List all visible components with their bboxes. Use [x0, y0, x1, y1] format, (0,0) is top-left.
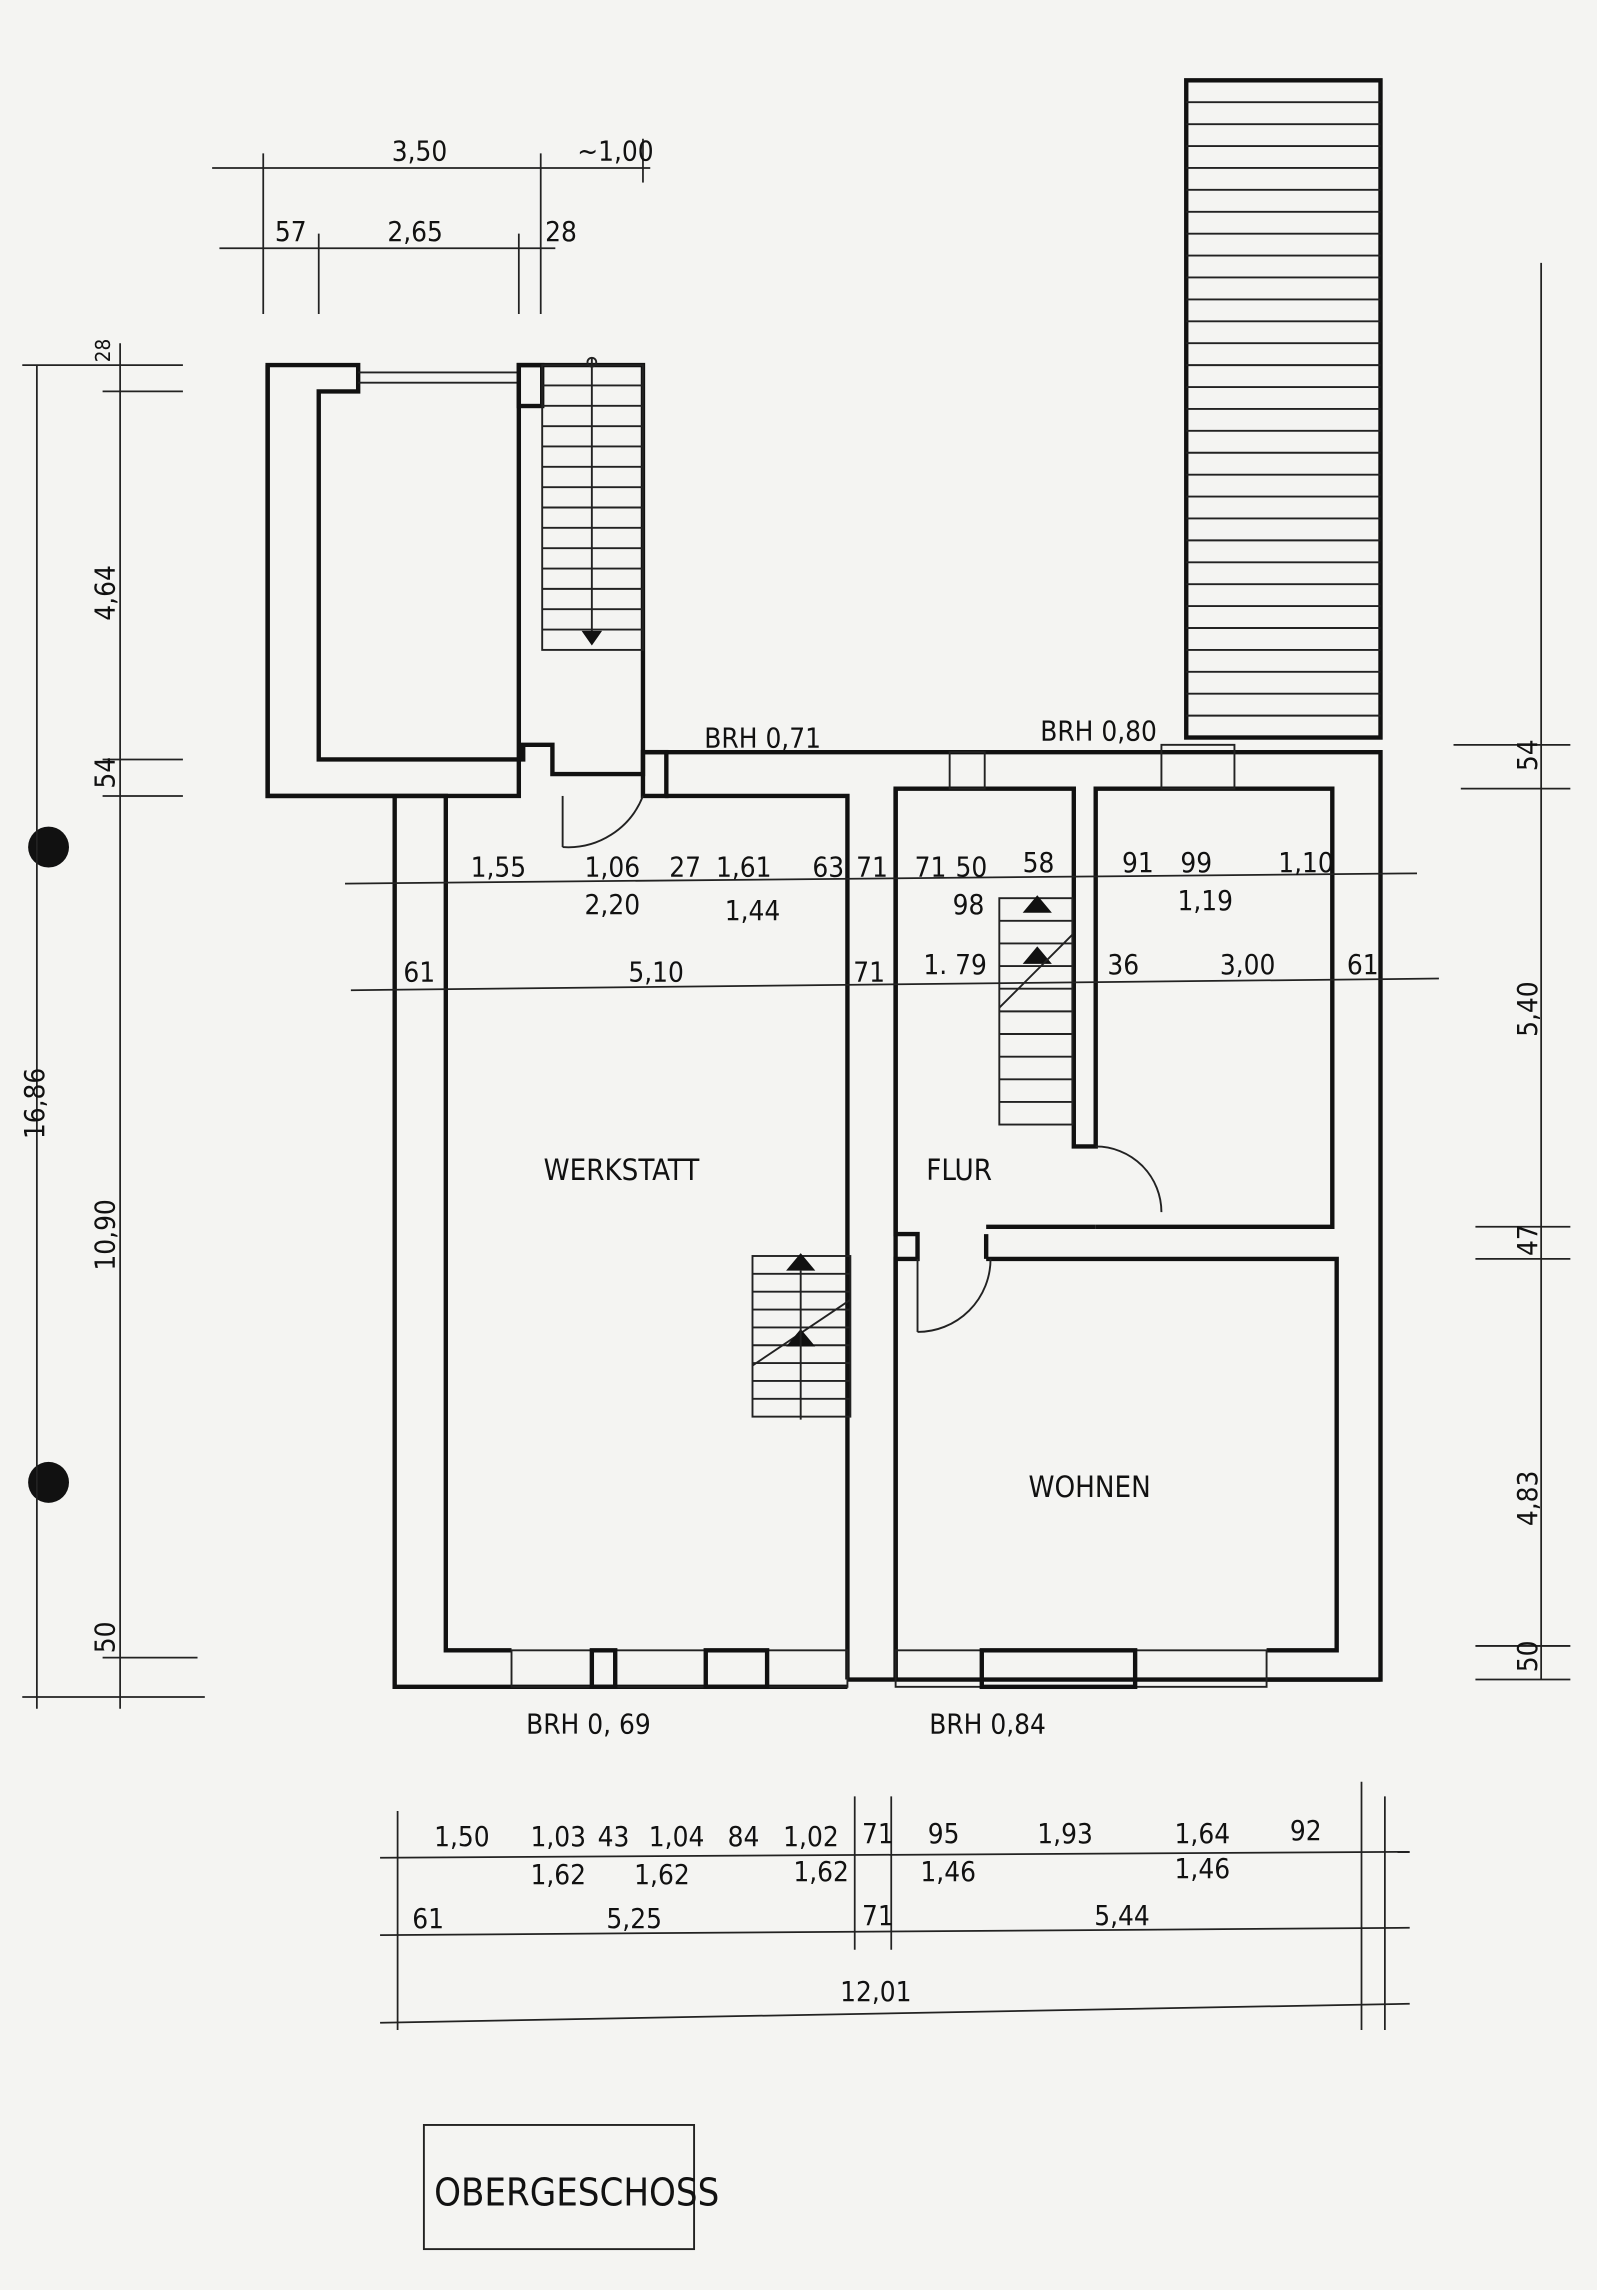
stair-annex — [265, 356, 646, 799]
punch-hole — [28, 826, 70, 868]
dim-label: 28 — [91, 339, 115, 362]
dim-label: 50 — [955, 850, 987, 883]
dim-label: 10,90 — [88, 1199, 121, 1270]
dim-label: 1,19 — [1177, 884, 1233, 917]
dim-label: 28 — [545, 215, 577, 248]
dim-label: 1,46 — [920, 1855, 976, 1888]
dim-label: 99 — [1180, 846, 1212, 879]
dim-label: 3,00 — [1220, 948, 1276, 981]
dim-label: 1,04 — [649, 1820, 705, 1853]
dim-label: 61 — [1347, 948, 1379, 981]
plan-title: OBERGESCHOSS — [434, 2170, 719, 2214]
dim-label: 5,40 — [1511, 981, 1544, 1037]
dim-label: 1,64 — [1175, 1817, 1231, 1850]
dim-label: 2,20 — [585, 888, 641, 921]
dim-label: 50 — [1511, 1640, 1544, 1672]
dim-label: 71 — [862, 1899, 894, 1932]
dim-label: 95 — [928, 1817, 960, 1850]
brh-top-left: BRH 0,71 — [704, 722, 821, 755]
dim-label: 16,86 — [18, 1068, 51, 1139]
dim-label: 27 — [669, 850, 701, 883]
dim-label: 1,02 — [783, 1820, 839, 1853]
brh-top-right: BRH 0,80 — [1040, 714, 1157, 747]
dim-label: 1,55 — [471, 850, 527, 883]
dim-label: 63 — [812, 850, 844, 883]
dim-label: 71 — [915, 850, 947, 883]
dim-label: 43 — [598, 1820, 630, 1853]
dim-label: 1,10 — [1278, 846, 1334, 879]
dim-label: 4,83 — [1511, 1471, 1544, 1527]
brh-bottom-right: BRH 0,84 — [929, 1708, 1046, 1741]
dim-label: 71 — [853, 955, 885, 988]
dim-label: 47 — [1511, 1224, 1544, 1256]
dim-label: 57 — [275, 215, 307, 248]
dim-label: 58 — [1023, 846, 1055, 879]
dim-label: 92 — [1290, 1814, 1322, 1847]
dim-label: 1,44 — [725, 894, 781, 927]
dim-label: 5,25 — [606, 1902, 662, 1935]
dim-label: 91 — [1122, 846, 1154, 879]
dim-label: 1,06 — [585, 850, 641, 883]
dim-label: 4,64 — [88, 565, 121, 621]
dim-label: 36 — [1107, 948, 1139, 981]
punch-hole — [28, 1461, 70, 1503]
dim-label: 54 — [88, 757, 121, 789]
exterior-stair — [1184, 78, 1383, 740]
dim-label: 1,62 — [793, 1855, 849, 1888]
main-walls — [392, 743, 1383, 1690]
dim-label: 1,03 — [531, 1820, 587, 1853]
title-box — [422, 2124, 696, 2251]
brh-bottom-left: BRH 0, 69 — [526, 1708, 651, 1741]
dim-label: 54 — [1511, 739, 1544, 771]
dim-label: 2,65 — [387, 215, 443, 248]
dim-label: 84 — [728, 1820, 760, 1853]
dim-label: ~1,00 — [577, 135, 653, 168]
dim-label: 5,44 — [1094, 1899, 1150, 1932]
dim-label: 1,62 — [531, 1858, 587, 1891]
dim-label: 1,50 — [434, 1820, 490, 1853]
room-flur: FLUR — [926, 1153, 992, 1187]
dim-label: 61 — [403, 955, 435, 988]
dim-label: 1,62 — [634, 1858, 690, 1891]
room-werkstatt: WERKSTATT — [544, 1153, 701, 1187]
dim-label: 5,10 — [628, 955, 684, 988]
dim-label-total: 12,01 — [840, 1975, 911, 2008]
dim-label: 1. 79 — [923, 948, 986, 981]
room-wohnen: WOHNEN — [1029, 1470, 1151, 1504]
dim-label: 1,46 — [1175, 1852, 1231, 1885]
interior-stairs — [751, 895, 1074, 1420]
dim-label: 98 — [953, 888, 985, 921]
dim-label: 1,93 — [1037, 1817, 1093, 1850]
dim-label: 3,50 — [392, 135, 448, 168]
dim-label: 71 — [856, 850, 888, 883]
dim-label: 1,61 — [716, 850, 772, 883]
dim-label: 71 — [862, 1817, 894, 1850]
dim-label: 50 — [88, 1621, 121, 1653]
dimension-lines — [22, 138, 1571, 2031]
dim-label: 61 — [412, 1902, 444, 1935]
